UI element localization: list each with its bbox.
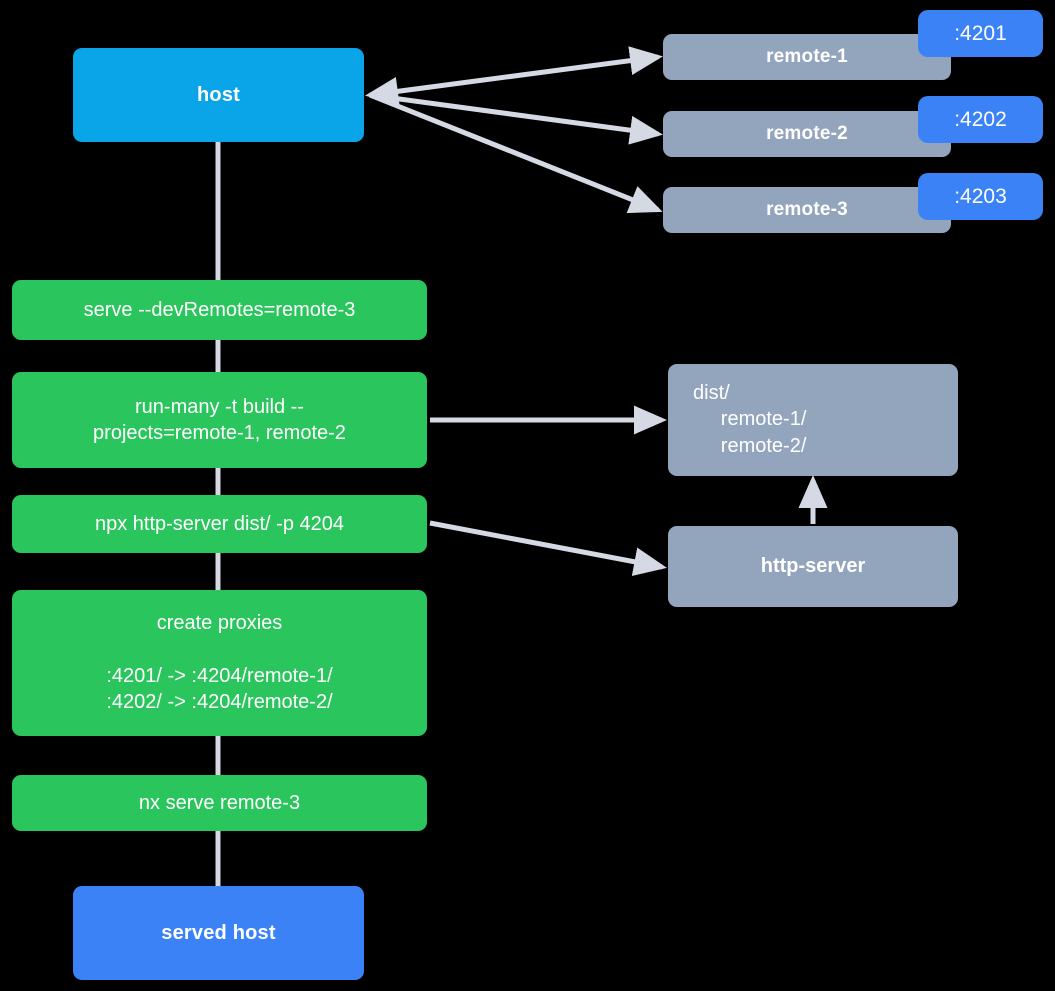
badge-remote-2-port: :4202 (918, 96, 1043, 143)
node-command-run-many[interactable]: run-many -t build -- projects=remote-1, … (12, 372, 427, 468)
node-command-serve[interactable]: serve --devRemotes=remote-3 (12, 280, 427, 340)
badge-remote-3-port: :4203 (918, 173, 1043, 220)
node-http-server[interactable]: http-server (668, 526, 958, 607)
edge-host-remote-2 (369, 92, 663, 145)
node-remote-1[interactable]: remote-1 (663, 34, 951, 80)
edge-host-remote-1 (365, 46, 663, 106)
edge-npx-to-httpserver (429, 520, 667, 577)
node-served-host[interactable]: served host (73, 886, 364, 980)
node-remote-3[interactable]: remote-3 (663, 187, 951, 233)
node-command-npx-http-server[interactable]: npx http-server dist/ -p 4204 (12, 495, 427, 553)
badge-remote-1-port: :4201 (918, 10, 1043, 57)
node-command-nx-serve-remote-3[interactable]: nx serve remote-3 (12, 775, 427, 831)
node-command-create-proxies[interactable]: create proxies :4201/ -> :4204/remote-1/… (12, 590, 427, 736)
node-host[interactable]: host (73, 48, 364, 142)
edge-host-remote-3 (369, 92, 663, 214)
node-remote-2[interactable]: remote-2 (663, 111, 951, 157)
node-dist-folder[interactable]: dist/ remote-1/ remote-2/ (668, 364, 958, 476)
